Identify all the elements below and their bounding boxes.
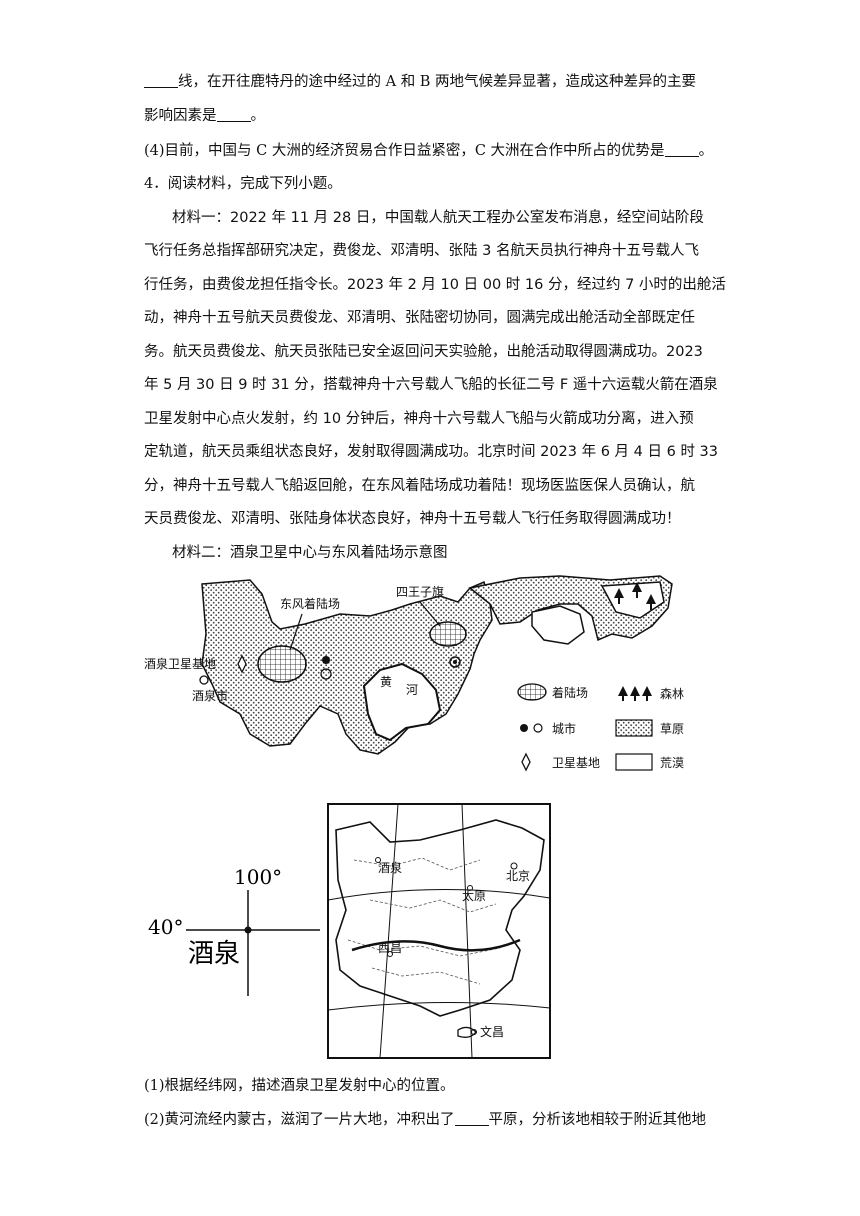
svg-text:文昌: 文昌 bbox=[480, 1024, 504, 1039]
material-1-line: 定轨道，航天员乘组状态良好，发射取得圆满成功。北京时间 2023 年 6 月 4… bbox=[144, 444, 719, 460]
china-map-frame bbox=[327, 803, 551, 1059]
material-1-line: 务。航天员费俊龙、航天员张陆已安全返回问天实验舱，出舱活动取得圆满成功。2023 bbox=[144, 344, 703, 360]
text-line-2: 影响因素是。 bbox=[144, 107, 265, 124]
material-1-line: 飞行任务总指挥部研究决定，费俊龙、邓清明、张陆 3 名航天员执行神舟十五号载人飞 bbox=[144, 243, 699, 259]
dongfeng-label: 东风着陆场 bbox=[280, 596, 340, 611]
answer-blank[interactable] bbox=[216, 107, 251, 122]
jiuquan-city-marker bbox=[199, 675, 209, 685]
city-marker bbox=[322, 656, 330, 664]
satellite-base-marker bbox=[237, 654, 247, 674]
sub-question-2: (2)黄河流经内蒙古，滋润了一片大地，冲积出了平原，分析该地相较于附近其他地 bbox=[144, 1111, 707, 1128]
longitude-label: 100° bbox=[234, 865, 282, 889]
map-legend: 着陆场 森林 城市 草原 卫星基地 荒漠 bbox=[517, 683, 684, 772]
latitude-label: 40° bbox=[148, 915, 183, 939]
legend-forest-icon bbox=[618, 686, 652, 701]
legend-grassland: 草原 bbox=[660, 722, 684, 736]
material-1-line: 动，神舟十五号航天员费俊龙、邓清明、张陆密切协同，圆满完成出舱活动全部既定任 bbox=[144, 310, 695, 326]
jiuquan-base-label: 酒泉卫星基地 bbox=[144, 657, 216, 671]
material-2-caption: 材料二：酒泉卫星中心与东风着陆场示意图 bbox=[172, 545, 448, 561]
material-1-line: 材料一：2022 年 11 月 28 日，中国载人航天工程办公室发布消息，经空间… bbox=[172, 210, 704, 226]
legend-desert: 荒漠 bbox=[660, 756, 684, 770]
jiuquan-point bbox=[244, 926, 252, 934]
legend-city: 城市 bbox=[552, 721, 576, 736]
material-1-line: 行任务，由费俊龙担任指令长。2023 年 2 月 10 日 00 时 16 分，… bbox=[144, 277, 726, 293]
river-label-2: 河 bbox=[406, 683, 418, 697]
svg-text:西昌: 西昌 bbox=[378, 941, 402, 955]
material-1-line: 天员费俊龙、邓清明、张陆身体状态良好，神舟十五号载人飞行任务取得圆满成功！ bbox=[144, 511, 681, 527]
legend-landing: 着陆场 bbox=[552, 685, 588, 700]
jiuquan-label: 酒泉 bbox=[188, 939, 240, 969]
svg-text:酒泉: 酒泉 bbox=[378, 861, 402, 875]
landing-site-map: 东风着陆场 四王子旗 酒泉卫星基地 酒泉市 黄 河 着陆场 森林 城市 草原 卫… bbox=[144, 575, 684, 772]
graticule-map: 100° 40° 酒泉 酒泉 北京 太原 西昌 文昌 bbox=[148, 803, 551, 1059]
material-1-line: 年 5 月 30 日 9 时 31 分，搭载神舟十六号载人飞船的长征二号 F 遥… bbox=[144, 377, 718, 393]
legend-base: 卫星基地 bbox=[552, 756, 600, 770]
forest-symbols bbox=[614, 582, 656, 610]
svg-text:太原: 太原 bbox=[462, 888, 486, 903]
svg-text:北京: 北京 bbox=[506, 869, 530, 883]
sub-question-1: (1)根据经纬网，描述酒泉卫星发射中心的位置。 bbox=[144, 1078, 455, 1094]
jiuquan-city-label: 酒泉市 bbox=[192, 688, 228, 703]
material-1-line: 卫星发射中心点火发射，约 10 分钟后，神舟十六号载人飞船与火箭成功分离，进入预 bbox=[144, 411, 694, 427]
siziwang-landing-site bbox=[429, 621, 467, 647]
answer-blank[interactable] bbox=[144, 73, 178, 88]
yellow-river-loop bbox=[362, 662, 442, 742]
answer-blank[interactable] bbox=[664, 142, 699, 157]
question-heading: 4．阅读材料，完成下列小题。 bbox=[144, 176, 342, 192]
city-marker bbox=[449, 656, 461, 668]
grassland-region bbox=[201, 579, 493, 755]
river-label-1: 黄 bbox=[380, 675, 392, 689]
siziwang-label: 四王子旗 bbox=[396, 584, 444, 599]
text-line-1: 线，在开往鹿特丹的途中经过的 A 和 B 两地气候差异显著，造成这种差异的主要 bbox=[144, 72, 696, 92]
question-4-line: (4)目前，中国与 C 大洲的经济贸易合作日益紧密，C 大洲在合作中所占的优势是… bbox=[144, 142, 714, 159]
city-marker bbox=[320, 668, 332, 680]
legend-forest: 森林 bbox=[660, 686, 684, 701]
answer-blank[interactable] bbox=[454, 1111, 489, 1126]
material-1-line: 分，神舟十五号载人飞船返回舱，在东风着陆场成功着陆！现场医监医保人员确认，航 bbox=[144, 478, 695, 494]
dongfeng-landing-site bbox=[257, 645, 307, 683]
